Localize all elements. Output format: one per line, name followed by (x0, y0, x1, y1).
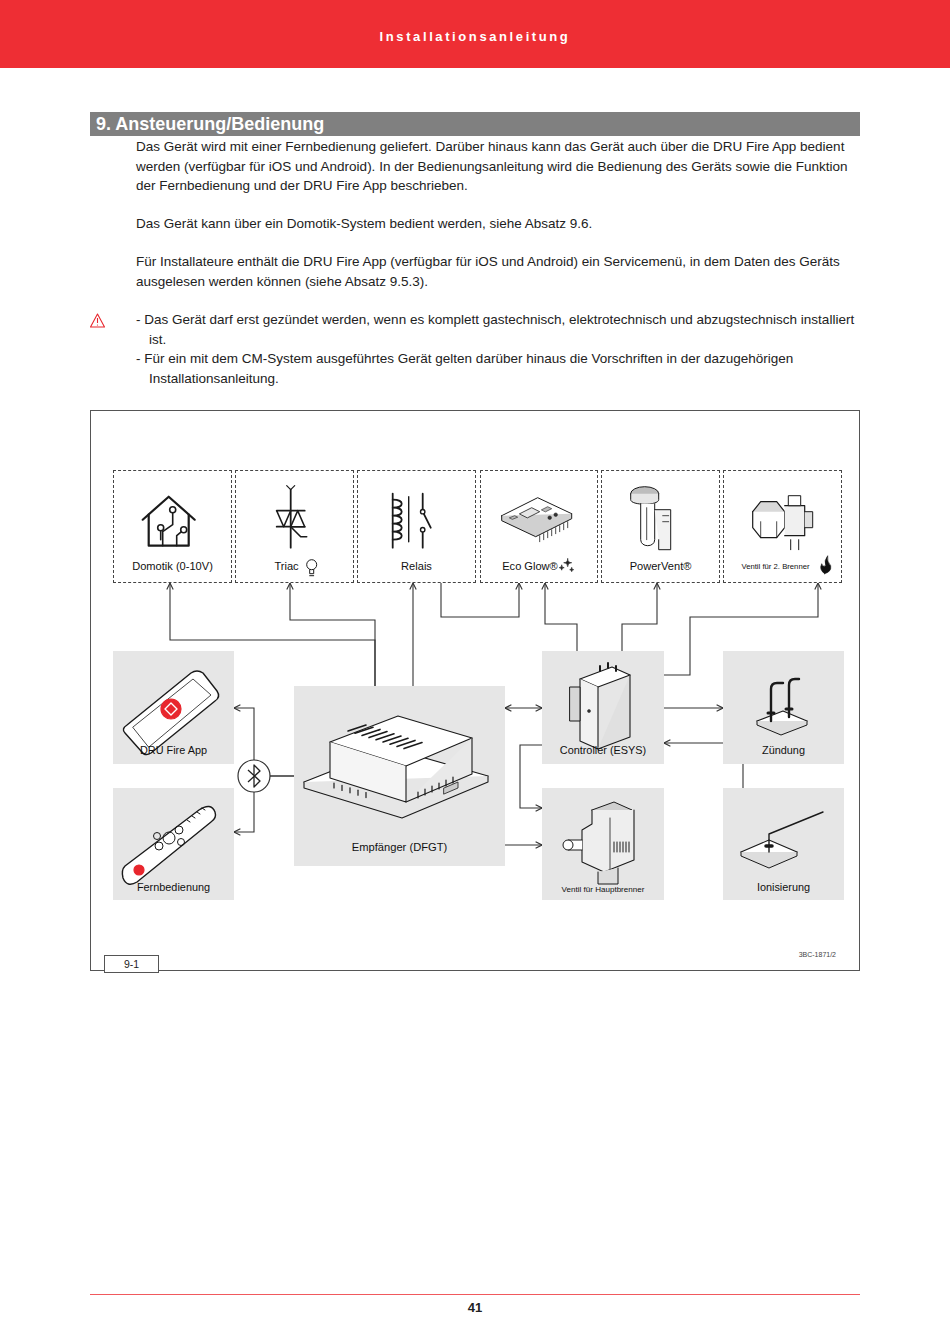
drawing-code: 3BC-1871/2 (740, 950, 836, 960)
output-box: Triac (235, 470, 354, 583)
signal-arrow (545, 583, 577, 651)
figure-number-box (105, 956, 159, 973)
warning-item: - Für ein mit dem CM-System ausgeführtes… (136, 349, 856, 388)
signal-arrow (412, 583, 413, 686)
output-box: Ventil für 2. Brenner (723, 470, 842, 583)
signal-arrow (441, 583, 519, 617)
component-box: Ionisierung (723, 788, 844, 900)
signal-arrow (505, 707, 542, 708)
component-label: Zündung (723, 744, 844, 757)
signal-arrow (505, 844, 542, 845)
body-paragraph: Das Gerät wird mit einer Fernbedienung g… (136, 137, 852, 196)
output-box: Domotik (0-10V) (113, 470, 232, 583)
section-title: 9. Ansteuerung/Bedienung (96, 112, 324, 136)
section-bar (90, 112, 860, 136)
output-box: Relais (357, 470, 476, 583)
body-paragraph: Das Gerät kann über ein Domotik-System b… (136, 214, 852, 234)
warning-list: - Das Gerät darf erst gezündet werden, w… (136, 310, 856, 388)
component-label: Empfänger (DFGT) (294, 841, 505, 854)
component-illustration (294, 686, 497, 866)
component-label: Ventil für 2. Brenner (724, 563, 841, 572)
signal-arrow (290, 583, 375, 686)
signal-arrow (520, 745, 542, 808)
component-label: Ventil für Hauptbrenner (542, 885, 664, 894)
output-box: Eco Glow® (480, 470, 598, 583)
component-label: PowerVent® (602, 560, 719, 573)
component-label: Domotik (0-10V) (114, 560, 231, 573)
body-paragraph: Für Installateure enthält die DRU Fire A… (136, 252, 852, 291)
component-label: Relais (358, 560, 475, 573)
component-box: Ventil für Hauptbrenner (542, 788, 664, 900)
component-label: Eco Glow® (481, 560, 597, 573)
component-box: Fernbedienung (113, 788, 234, 900)
component-box: Zündung (723, 651, 844, 764)
signal-arrow (622, 583, 657, 651)
figure-number: 9-1 (104, 955, 159, 973)
warning-item: - Das Gerät darf erst gezündet werden, w… (136, 310, 856, 349)
bluetooth-symbol (238, 760, 270, 792)
header-bar (0, 0, 950, 68)
component-illustration (542, 788, 656, 900)
footer-rule (90, 1294, 860, 1295)
component-label: Ionisierung (723, 881, 844, 894)
component-box: Controller (ESYS) (542, 651, 664, 764)
component-label: Triac (236, 560, 353, 573)
page-number: 41 (0, 1299, 950, 1317)
component-box: DRU Fire App (113, 651, 234, 764)
component-label: DRU Fire App (113, 744, 234, 757)
signal-arrow (664, 707, 723, 708)
warning-icon (91, 314, 105, 327)
component-label: Controller (ESYS) (542, 744, 664, 757)
component-label: Fernbedienung (113, 881, 234, 894)
figure-frame (91, 411, 860, 971)
output-box: PowerVent® (601, 470, 720, 583)
header-title: Installationsanleitung (0, 24, 950, 50)
component-box: Empfänger (DFGT) (294, 686, 505, 866)
